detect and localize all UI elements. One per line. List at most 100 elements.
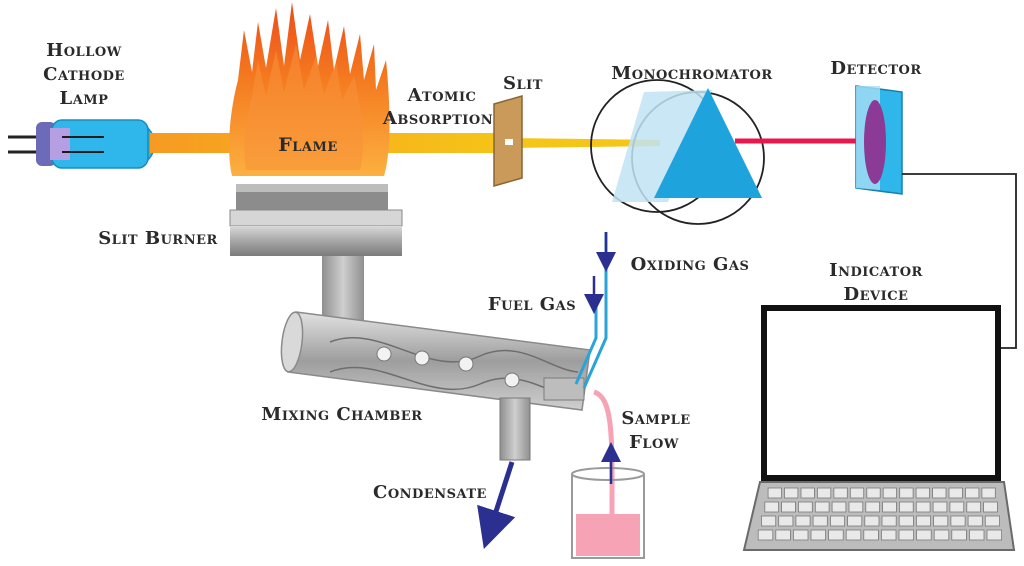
keyboard-key: [950, 515, 966, 527]
burner-top-highlight: [236, 184, 388, 192]
lamp-label-line1: Hollow: [46, 40, 122, 61]
keyboard-key: [833, 487, 848, 499]
slit-opening: [505, 139, 513, 145]
detector-face: [864, 100, 886, 184]
sample-label-line1: Sample: [621, 408, 690, 429]
labels: Hollow Cathode Lamp Atomic Absorption Sl…: [43, 40, 923, 503]
sample-liquid: [576, 514, 640, 556]
slit: [493, 95, 523, 187]
oxiding-gas-label: Oxiding Gas: [631, 254, 750, 275]
sample-capillary: [592, 389, 615, 521]
nebulizer-inlet: [543, 377, 585, 401]
keyboard-key: [845, 529, 862, 541]
keyboard-key: [778, 515, 794, 527]
gas-lines: [574, 232, 616, 389]
keyboard-key: [948, 487, 963, 499]
slit-burner: [229, 184, 403, 322]
keyboard-key: [899, 501, 914, 513]
keyboard-key: [831, 501, 847, 513]
hollow-cathode-lamp: [8, 119, 156, 169]
atomic-label-line2: Absorption: [382, 108, 493, 129]
burner-plate: [229, 209, 403, 227]
keyboard-key: [983, 501, 998, 513]
mixing-chamber: [280, 311, 591, 461]
laptop-screen: [761, 305, 1001, 481]
keyboard-key: [866, 487, 881, 499]
keyboard-key: [932, 487, 947, 499]
keyboard-key: [965, 487, 980, 499]
narrow-beam: [508, 138, 660, 148]
keyboard-key: [915, 501, 931, 513]
keyboard-key: [767, 487, 782, 499]
keyboard-key: [898, 529, 915, 541]
keyboard-key: [915, 487, 930, 499]
prism: [654, 88, 762, 198]
laptop-keys: [757, 487, 1003, 541]
keyboard-key: [981, 487, 996, 499]
monochromator-label: Monochromator: [611, 63, 772, 84]
keyboard-key: [761, 515, 777, 527]
burner-neck: [322, 256, 364, 322]
chamber-baffle-1: [376, 346, 392, 362]
burner-base: [230, 226, 402, 256]
beaker-wall: [571, 474, 645, 559]
keyboard-key: [798, 501, 813, 513]
keyboard-key: [899, 487, 914, 499]
chamber-end: [280, 311, 304, 373]
flame: [229, 2, 390, 176]
atomic-label-line1: Atomic: [407, 85, 477, 106]
keyboard-key: [932, 501, 948, 513]
fuel-gas-label: Fuel Gas: [488, 294, 576, 315]
lamp-label-line2: Cathode: [43, 64, 125, 85]
indicator-device: [742, 305, 1016, 551]
keyboard-key: [848, 501, 864, 513]
keyboard-key: [800, 487, 815, 499]
keyboard-key: [881, 515, 897, 527]
keyboard-key: [881, 529, 897, 541]
keyboard-key: [951, 529, 967, 541]
chamber-baffle-2: [414, 350, 430, 366]
detector: [855, 85, 903, 195]
keyboard-key: [984, 515, 1000, 527]
slit-label: Slit: [503, 73, 543, 94]
keyboard-key: [810, 529, 827, 541]
keyboard-key: [828, 529, 844, 541]
detector-cable: [902, 173, 1017, 349]
sample-label-line2: Flow: [629, 432, 679, 453]
keyboard-key: [986, 529, 1003, 541]
keyboard-key: [864, 515, 880, 527]
keyboard-key: [949, 501, 965, 513]
sample-beaker: [571, 389, 645, 559]
keyboard-key: [793, 529, 809, 541]
keyboard-key: [830, 515, 846, 527]
keyboard-key: [969, 529, 985, 541]
chamber-contour-top: [329, 336, 579, 373]
mixing-chamber-label: Mixing Chamber: [261, 404, 422, 425]
indicator-label-line2: Device: [844, 284, 909, 305]
keyboard-key: [863, 529, 879, 541]
slit-burner-label: Slit Burner: [98, 228, 218, 249]
keyboard-key: [849, 487, 865, 499]
keyboard-key: [847, 515, 863, 527]
drain-tube: [499, 397, 531, 461]
keyboard-key: [795, 515, 811, 527]
keyboard-key: [916, 529, 932, 541]
monochromator: [590, 79, 858, 225]
keyboard-key: [882, 501, 897, 513]
detector-label: Detector: [830, 58, 921, 79]
keyboard-key: [916, 515, 932, 527]
keyboard-key: [817, 487, 832, 499]
flame-label: Flame: [278, 134, 338, 156]
chamber-baffle-4: [504, 372, 520, 388]
keyboard-key: [966, 501, 981, 513]
keyboard-key: [967, 515, 983, 527]
indicator-label-line1: Indicator: [829, 260, 923, 281]
condensate-label: Condensate: [373, 482, 487, 503]
keyboard-key: [898, 515, 914, 527]
flame-inner: [244, 44, 363, 170]
keyboard-key: [812, 515, 828, 527]
beaker-rim: [571, 467, 645, 481]
keyboard-key: [814, 501, 830, 513]
keyboard-key: [775, 529, 791, 541]
